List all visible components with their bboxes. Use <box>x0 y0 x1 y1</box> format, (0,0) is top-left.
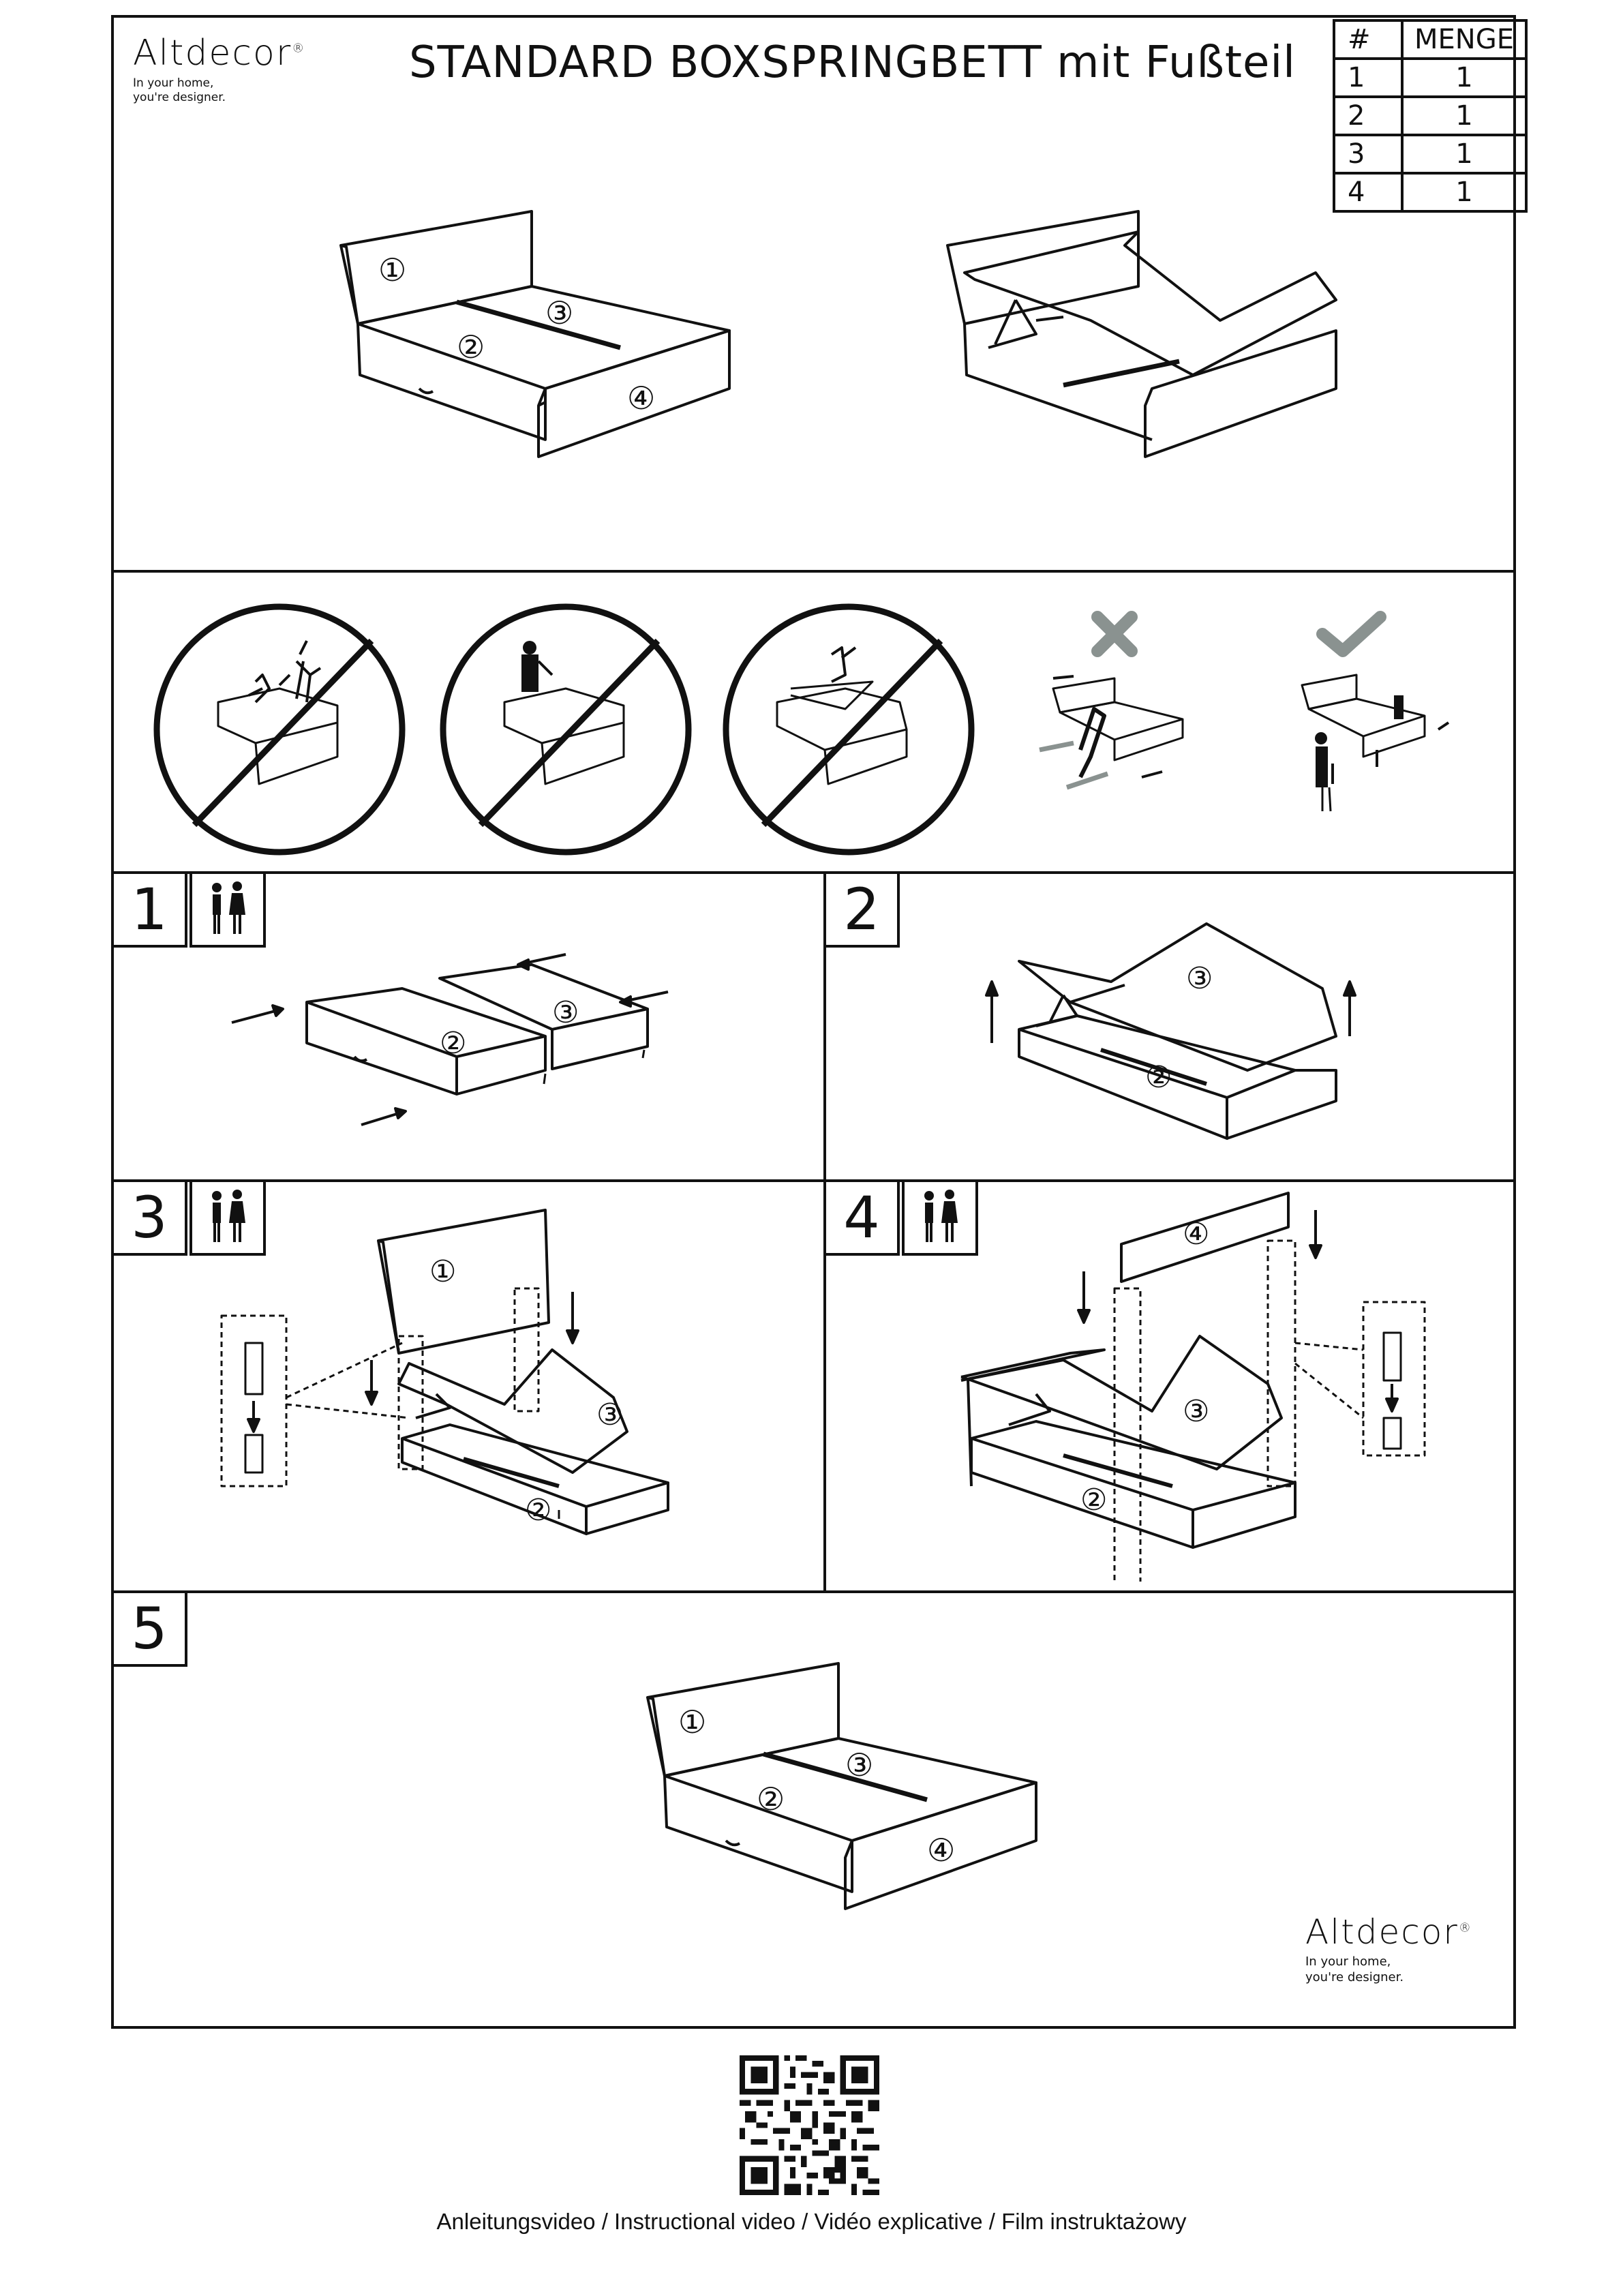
part-label-4: ④ <box>927 1832 955 1869</box>
two-persons-icon-step1 <box>189 871 266 948</box>
divider-steps-3-4 <box>111 1590 1516 1593</box>
brand-name: Altdecor <box>1305 1912 1459 1952</box>
correct-check-icon <box>1316 611 1386 657</box>
header-quantity: MENGE <box>1401 19 1528 60</box>
part-label-4: ④ <box>1183 1217 1209 1252</box>
bed-storage-open-illustration <box>946 210 1337 458</box>
warnings-row <box>153 603 1450 856</box>
brand-name: Altdecor <box>133 33 292 74</box>
step-number-4: 4 <box>823 1179 900 1256</box>
part-label-2: ② <box>1080 1483 1107 1517</box>
tagline-line2: you're designer. <box>1305 1969 1404 1984</box>
part-label-2: ② <box>457 329 485 365</box>
part-label-3: ③ <box>1183 1394 1209 1429</box>
step-number-1: 1 <box>111 871 187 948</box>
table-row: 4 1 <box>1333 172 1528 213</box>
part-number: 2 <box>1333 95 1404 136</box>
divider-warnings <box>111 871 1516 874</box>
prohibition-icon <box>723 603 975 856</box>
two-persons-icon-step3 <box>189 1179 266 1256</box>
parts-table-header: # MENGE <box>1333 19 1528 60</box>
part-label-3: ③ <box>845 1747 873 1783</box>
two-persons-icon <box>212 881 245 934</box>
part-label-4: ④ <box>627 380 655 417</box>
part-label-2: ② <box>757 1781 785 1817</box>
wrong-lift-illustration <box>1039 611 1184 790</box>
divider-overview <box>111 570 1516 573</box>
brand-logo-bottom: Altdecor® In your home, you're designer. <box>1305 1912 1472 1985</box>
brand-logo-top: Altdecor® In your home, you're designer. <box>133 33 305 106</box>
two-persons-icon-step4 <box>902 1179 978 1256</box>
tagline-line1: In your home, <box>133 76 214 90</box>
part-label-2: ② <box>525 1493 551 1528</box>
part-label-3: ③ <box>552 995 579 1030</box>
page-frame <box>111 15 1516 2029</box>
registered-mark: ® <box>292 41 306 56</box>
part-label-1: ① <box>378 252 406 288</box>
two-persons-icon <box>924 1190 958 1242</box>
part-label-3: ③ <box>545 294 573 331</box>
table-row: 1 1 <box>1333 57 1528 98</box>
prohibition-icon <box>440 603 692 856</box>
step-number-5: 5 <box>111 1590 187 1667</box>
tagline-line1: In your home, <box>1305 1954 1391 1969</box>
step4-footboard-illustration: ④ ③ ② <box>960 1192 1426 1582</box>
bed-assembled-illustration: ① ③ ② ④ <box>339 210 731 458</box>
part-label-1: ① <box>678 1704 706 1740</box>
part-number: 4 <box>1333 172 1404 213</box>
step-number-3: 3 <box>111 1179 187 1256</box>
header-number: # <box>1333 19 1404 60</box>
part-label-3: ③ <box>596 1398 623 1432</box>
step3-headboard-illustration: ① ③ ② <box>220 1209 669 1535</box>
part-label-3: ③ <box>1186 961 1213 996</box>
registered-mark: ® <box>1458 1920 1472 1935</box>
step-number-2: 2 <box>823 871 900 948</box>
parts-table: # MENGE 1 1 2 1 3 1 4 1 <box>1333 19 1528 213</box>
two-persons-icon <box>212 1190 245 1242</box>
part-label-1: ① <box>429 1254 456 1289</box>
part-quantity: 1 <box>1401 134 1528 175</box>
wrong-cross-icon <box>1091 611 1138 657</box>
part-quantity: 1 <box>1401 57 1528 98</box>
prohibition-icon <box>153 603 406 856</box>
table-row: 2 1 <box>1333 95 1528 136</box>
part-quantity: 1 <box>1401 172 1528 213</box>
page-title: STANDARD BOXSPRINGBETT mit Fußteil <box>409 37 1296 88</box>
divider-steps-1-2 <box>111 1179 1516 1182</box>
part-label-2: ② <box>440 1026 466 1061</box>
tagline-line2: you're designer. <box>133 91 226 105</box>
part-label-2: ② <box>1145 1060 1172 1095</box>
table-row: 3 1 <box>1333 134 1528 175</box>
part-number: 3 <box>1333 134 1404 175</box>
step5-assembled-bed-illustration: ① ③ ② ④ <box>646 1662 1037 1910</box>
step2-open-storage-illustration: ③ ② <box>985 922 1356 1140</box>
step1-position-boxes-illustration: ② ③ <box>231 953 669 1126</box>
qr-code-icon[interactable] <box>740 2055 879 2195</box>
correct-lift-illustration <box>1301 611 1450 812</box>
footer-video-links: Anleitungsvideo / Instructional video / … <box>436 2209 1187 2234</box>
part-quantity: 1 <box>1401 95 1528 136</box>
part-number: 1 <box>1333 57 1404 98</box>
